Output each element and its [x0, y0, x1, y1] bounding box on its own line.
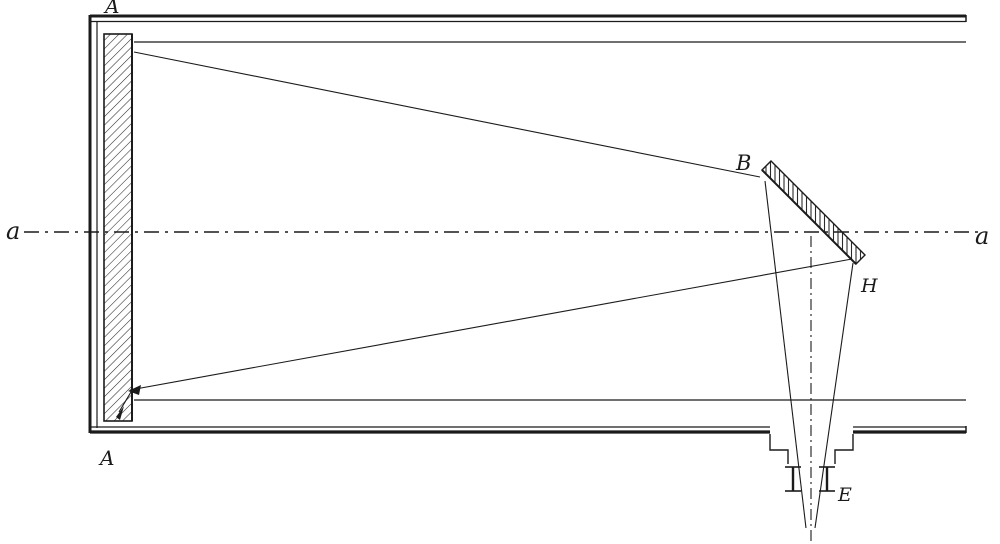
- primary-mirror: [103, 33, 133, 422]
- eyepiece-cell-right: [819, 466, 835, 492]
- label-diagonal-mirror-lower: H: [860, 275, 878, 297]
- label-primary-mirror-top: A: [103, 0, 119, 18]
- focuser-assembly: [769, 236, 854, 542]
- label-diagonal-mirror: B: [735, 151, 751, 175]
- focuser-housing-right: [834, 434, 854, 464]
- eyepiece-cell-left: [785, 466, 801, 492]
- telescope-tube: [88, 14, 967, 434]
- ray-upper: [133, 51, 761, 178]
- diagonal-mirror-face: [761, 169, 857, 265]
- focuser-housing-left: [769, 434, 789, 464]
- ray-arrowhead-icon: [128, 385, 141, 395]
- labels: A A a a B H E: [6, 0, 989, 506]
- diagonal-mirror-body: [761, 160, 866, 265]
- label-axis-left: a: [6, 217, 20, 245]
- ray-arrowhead-2-icon: [116, 406, 124, 420]
- ray-stub: [118, 391, 132, 413]
- ray-cone-left: [764, 180, 807, 529]
- ray-lower: [129, 258, 853, 391]
- diagonal-mirror: [761, 160, 866, 265]
- label-primary-mirror-bottom: A: [98, 446, 114, 470]
- primary-mirror-body: [103, 33, 133, 422]
- label-axis-right: a: [975, 222, 989, 250]
- label-eyepiece: E: [837, 484, 852, 506]
- ray-cone-right: [814, 262, 854, 529]
- light-rays: [116, 51, 854, 529]
